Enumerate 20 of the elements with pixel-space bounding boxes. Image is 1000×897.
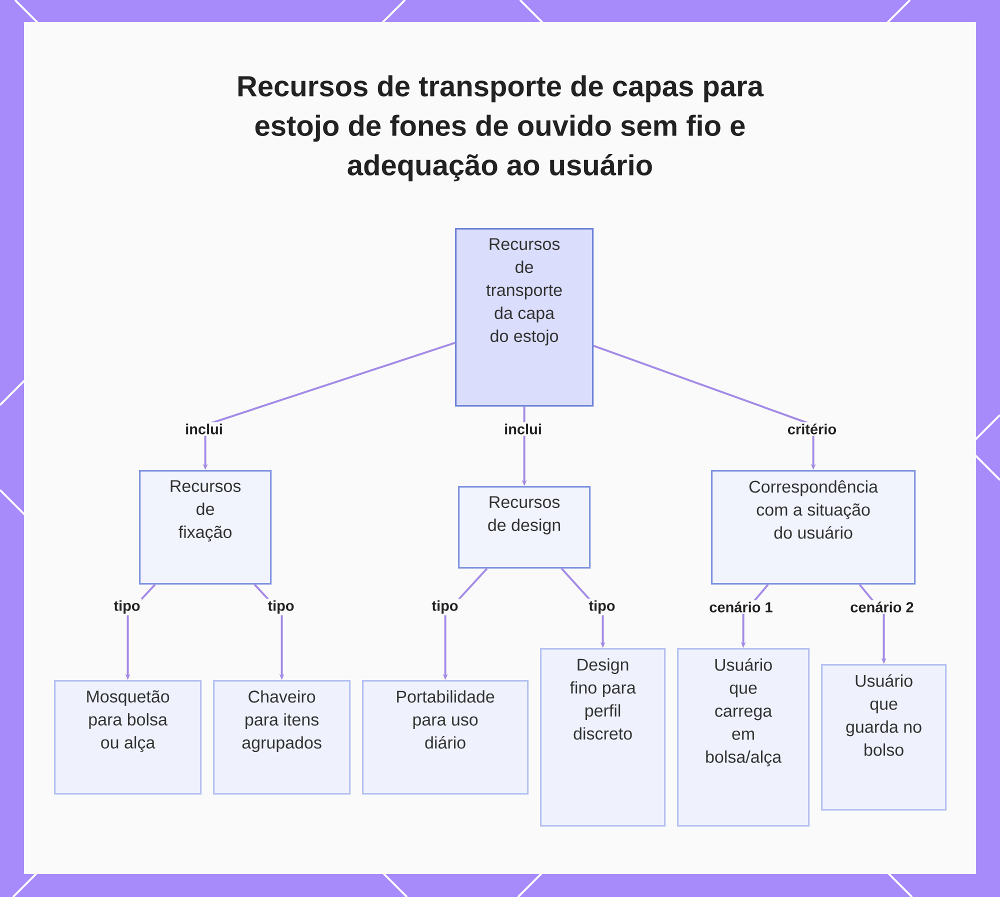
edge-label: cenário 1 [708, 600, 774, 614]
concept-box: Recursos de design [458, 486, 591, 569]
concept-box: Usuário que guarda no bolso [821, 664, 947, 811]
edge-label: inclui [502, 422, 544, 436]
edge-label: tipo [266, 598, 296, 616]
concept-box: Mosquetão para bolsa ou alça [54, 680, 202, 795]
edge-label: tipo [112, 598, 142, 616]
edge-label: cenário 2 [848, 600, 916, 614]
concept-box: Design fino para perfil discreto [540, 648, 666, 827]
edge-label: tipo [587, 598, 617, 616]
concept-box: Usuário que carrega em bolsa/alça [677, 648, 810, 827]
edge-label: critério [786, 422, 838, 436]
title: Recursos de transporte de capas para estojo de fones de ouvido sem fio e adequação ao usuário [238, 75, 764, 182]
concept-box: Recursos de fixação [139, 470, 272, 585]
concept-box: Portabilidade para uso diário [362, 680, 529, 795]
concept-box: Chaveiro para itens agrupados [213, 680, 351, 795]
concept-box: Correspondência com a situação do usuário [711, 470, 916, 585]
edge-label: inclui [184, 422, 224, 436]
edge-label: tipo [430, 598, 460, 616]
concept-box: Recursos de transporte da capa do estojo [455, 228, 594, 407]
